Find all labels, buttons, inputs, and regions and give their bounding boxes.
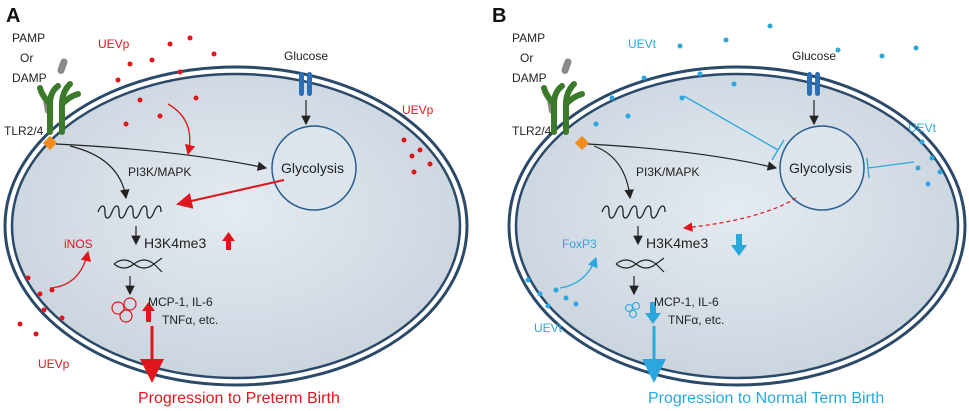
h3k4me3-up-arrow-icon bbox=[222, 232, 235, 250]
cell-inner-membrane bbox=[514, 72, 960, 380]
ligand-icon bbox=[57, 58, 68, 74]
uevp-label-right: UEVp bbox=[402, 103, 434, 117]
ligand-label-damp: DAMP bbox=[12, 71, 47, 85]
cell-inner-membrane bbox=[10, 72, 462, 380]
ligand-label-pamp: PAMP bbox=[512, 31, 545, 45]
chromatin-coil-icon bbox=[601, 205, 666, 219]
pathway-label: PI3K/MAPK bbox=[128, 165, 191, 179]
ligand-label-or: Or bbox=[20, 51, 33, 65]
inos-label: iNOS bbox=[64, 237, 93, 251]
tlr-receptor-icon bbox=[541, 81, 585, 135]
tlr-to-glycolysis-arrow bbox=[587, 143, 778, 171]
ligand-label-or: Or bbox=[520, 51, 533, 65]
uevt-inhibit-glycolysis-top bbox=[683, 95, 785, 161]
h3k4me3-down-arrow-icon bbox=[731, 234, 747, 256]
uevp-to-pathway-arrow bbox=[167, 103, 196, 156]
uevp-to-inos-arrow bbox=[49, 250, 91, 289]
panel-b-letter: B bbox=[492, 5, 506, 27]
histone-mark-label: H3K4me3 bbox=[144, 235, 206, 251]
pathway-label: PI3K/MAPK bbox=[636, 165, 699, 179]
uevp-vesicle-dots bbox=[17, 35, 433, 337]
panel-a-letter: A bbox=[6, 5, 20, 27]
uevp-label-top: UEVp bbox=[98, 37, 130, 51]
cytokine-cluster-icon bbox=[111, 297, 137, 323]
ligand-label-damp: DAMP bbox=[512, 71, 547, 85]
tlr-to-chromatin-arrow bbox=[69, 145, 130, 200]
uevp-label-bottom: UEVp bbox=[38, 357, 70, 371]
glucose-label: Glucose bbox=[284, 49, 328, 63]
cytokine-line2: TNFα, etc. bbox=[668, 313, 724, 327]
ligand-label-pamp: PAMP bbox=[12, 31, 45, 45]
glycolysis-label: Glycolysis bbox=[281, 160, 344, 176]
outcome-label: Progression to Preterm Birth bbox=[138, 390, 340, 407]
histone-mark-label: H3K4me3 bbox=[646, 235, 708, 251]
glucose-transporter-icon bbox=[299, 72, 312, 96]
cytokine-cluster-icon bbox=[624, 301, 641, 319]
tlr-receptor-icon bbox=[37, 81, 81, 135]
tlr-signal-node bbox=[574, 135, 590, 151]
glucose-transporter-icon bbox=[807, 72, 820, 96]
outcome-label: Progression to Normal Term Birth bbox=[648, 390, 884, 407]
uevt-vesicle-dots bbox=[525, 23, 943, 309]
glycolysis-circle bbox=[271, 125, 357, 211]
cytokine-line1: MCP-1, IL-6 bbox=[148, 295, 213, 309]
uevt-inhibit-glycolysis-right bbox=[866, 157, 915, 179]
glycolysis-to-chromatin-dashed-arrow bbox=[682, 197, 797, 232]
cell-outer-membrane bbox=[3, 65, 469, 387]
cell-outer-membrane bbox=[507, 65, 967, 387]
panel-b: B PAMP Or DAMP TLR2/4 UEVt bbox=[492, 5, 967, 407]
uevt-label-right: UEVt bbox=[908, 121, 937, 135]
foxp3-label: FoxP3 bbox=[562, 237, 597, 251]
panel-a: A PAMP Or DAMP TLR2/4 UEVp bbox=[3, 5, 469, 407]
receptor-label: TLR2/4 bbox=[512, 124, 552, 138]
receptor-label: TLR2/4 bbox=[4, 124, 44, 138]
tlr-to-glycolysis-arrow bbox=[55, 143, 268, 171]
cytokine-line1: MCP-1, IL-6 bbox=[654, 295, 719, 309]
dna-icon bbox=[615, 257, 665, 273]
dna-icon bbox=[113, 257, 163, 273]
glycolysis-circle bbox=[779, 125, 865, 211]
uevt-label-top: UEVt bbox=[628, 37, 657, 51]
cytokine-line2: TNFα, etc. bbox=[162, 313, 218, 327]
glycolysis-to-chromatin-arrow bbox=[176, 179, 285, 209]
glucose-label: Glucose bbox=[792, 49, 836, 63]
glycolysis-label: Glycolysis bbox=[789, 160, 852, 176]
cytokine-down-arrow-icon bbox=[645, 302, 661, 324]
uevt-to-foxp3-arrow bbox=[559, 256, 598, 289]
tlr-to-chromatin-arrow bbox=[593, 145, 634, 200]
chromatin-coil-icon bbox=[97, 205, 162, 219]
cytokine-up-arrow-icon bbox=[142, 302, 155, 322]
ligand-icon bbox=[561, 58, 572, 74]
uevt-label-bottom: UEVt bbox=[534, 321, 563, 335]
